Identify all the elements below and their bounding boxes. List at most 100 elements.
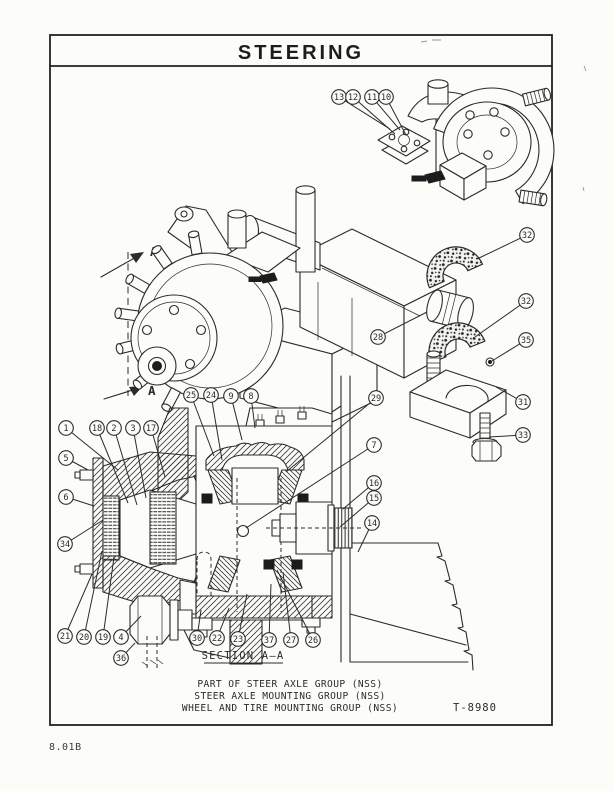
page-title: STEERING	[238, 42, 364, 64]
callout-balloon-28	[370, 329, 386, 345]
callout-number-23: 23	[233, 635, 243, 645]
callout-number-1: 1	[63, 424, 68, 434]
callout-number-36: 36	[116, 654, 126, 664]
page-border	[49, 34, 553, 726]
callout-balloon-3	[125, 420, 141, 436]
callout-balloon-35	[518, 332, 534, 348]
callout-number-35: 35	[521, 336, 531, 346]
callout-balloon-22	[209, 630, 225, 646]
callout-number-22: 22	[212, 634, 222, 644]
caption-line-1: PART OF STEER AXLE GROUP (NSS)	[197, 679, 382, 690]
callout-number-14: 14	[367, 519, 377, 529]
callout-balloon-34	[57, 536, 73, 552]
callout-number-24: 24	[206, 391, 216, 401]
callout-balloon-18	[89, 420, 105, 436]
scan-artifacts	[420, 39, 587, 192]
callout-balloon-19	[95, 629, 111, 645]
callout-leader-26	[276, 569, 314, 641]
callout-leader-1	[65, 427, 119, 471]
callout-leader-3	[132, 427, 147, 499]
callout-leader-7	[245, 444, 375, 529]
callout-leader-32	[476, 234, 528, 260]
callout-number-16: 16	[369, 479, 379, 489]
callout-balloon-8	[243, 388, 259, 404]
cut-arrow-label-bottom: A	[148, 383, 156, 398]
bearing-dome	[205, 441, 305, 471]
bottom-cap-plate	[195, 595, 333, 619]
callout-balloon-30	[189, 630, 205, 646]
callout-number-32: 32	[522, 231, 532, 241]
caption-line-2: STEER AXLE MOUNTING GROUP (NSS)	[194, 691, 385, 702]
callout-balloon-21	[57, 628, 73, 644]
callout-leader-25	[190, 394, 215, 457]
callout-number-21: 21	[60, 632, 70, 642]
callout-number-7: 7	[371, 441, 376, 451]
callout-number-2: 2	[111, 424, 116, 434]
isometric-assembly-view: A A	[100, 79, 555, 462]
callout-balloon-33	[515, 427, 531, 443]
callout-leader-17	[150, 427, 166, 478]
callout-balloon-14	[364, 515, 380, 531]
tone-ring-outer	[102, 495, 120, 561]
callout-number-3: 3	[130, 424, 135, 434]
callout-balloon-15	[366, 490, 382, 506]
callout-balloon-32-2	[518, 293, 534, 309]
callout-balloon-29	[368, 390, 384, 406]
callout-number-10: 10	[381, 93, 391, 103]
callout-balloon-7	[366, 437, 382, 453]
callout-number-30: 30	[192, 634, 202, 644]
callout-balloon-12	[345, 89, 361, 105]
draw-key-stud	[196, 551, 212, 597]
tone-ring-inner	[149, 491, 177, 565]
callout-number-29: 29	[371, 394, 381, 404]
callout-number-5: 5	[63, 454, 68, 464]
callout-balloon-25	[183, 387, 199, 403]
figure-number: T-8980	[453, 702, 497, 714]
caption-line-3: WHEEL AND TIRE MOUNTING GROUP (NSS)	[182, 703, 398, 714]
callout-number-33: 33	[518, 431, 528, 441]
callout-leader-28	[377, 311, 428, 338]
callout-number-11: 11	[367, 93, 377, 103]
seal-lower-right	[291, 559, 303, 570]
callout-number-9: 9	[228, 392, 233, 402]
callout-leader-18	[96, 427, 129, 504]
insulator-spacer	[426, 289, 474, 330]
callout-number-4: 4	[118, 633, 123, 643]
callout-balloon-20	[76, 629, 92, 645]
callout-number-32-2: 32	[521, 297, 531, 307]
callout-balloon-32	[519, 227, 535, 243]
callout-balloon-6	[58, 489, 74, 505]
callout-leader-29	[285, 397, 377, 473]
tie-rod-end	[266, 501, 364, 555]
callout-number-19: 19	[98, 633, 108, 643]
callout-leader-20	[83, 550, 103, 638]
kingpin-housing-section	[191, 406, 333, 638]
dark-bolt-right	[411, 170, 446, 184]
callout-number-15: 15	[369, 494, 379, 504]
callout-balloon-31	[515, 394, 531, 410]
callout-number-31: 31	[518, 398, 528, 408]
page-number: 8.01B	[49, 742, 82, 753]
insulator-lower	[428, 322, 486, 364]
callout-leader-24	[210, 394, 223, 461]
callout-number-13: 13	[334, 93, 344, 103]
kingpin-bearing-lower-left	[207, 555, 241, 593]
section-label: SECTION A—A	[202, 650, 285, 662]
break-line	[436, 542, 474, 671]
callout-leader-32-2	[474, 300, 527, 338]
callout-balloon-23	[230, 631, 246, 647]
callout-leader-19	[102, 556, 115, 638]
grease-hole	[236, 524, 250, 538]
caption-block: PART OF STEER AXLE GROUP (NSS) STEER AXL…	[182, 679, 497, 714]
callout-leader-21	[64, 573, 93, 637]
callout-balloon-4	[113, 629, 129, 645]
callout-balloon-27	[283, 632, 299, 648]
clamp-bolt	[471, 412, 502, 462]
tie-rod-clamp-blocks	[248, 152, 487, 284]
callout-balloon-5	[58, 450, 74, 466]
kingpin-bearing-lower-right	[269, 555, 303, 593]
callout-number-18: 18	[92, 424, 102, 434]
callout-balloon-26	[305, 632, 321, 648]
